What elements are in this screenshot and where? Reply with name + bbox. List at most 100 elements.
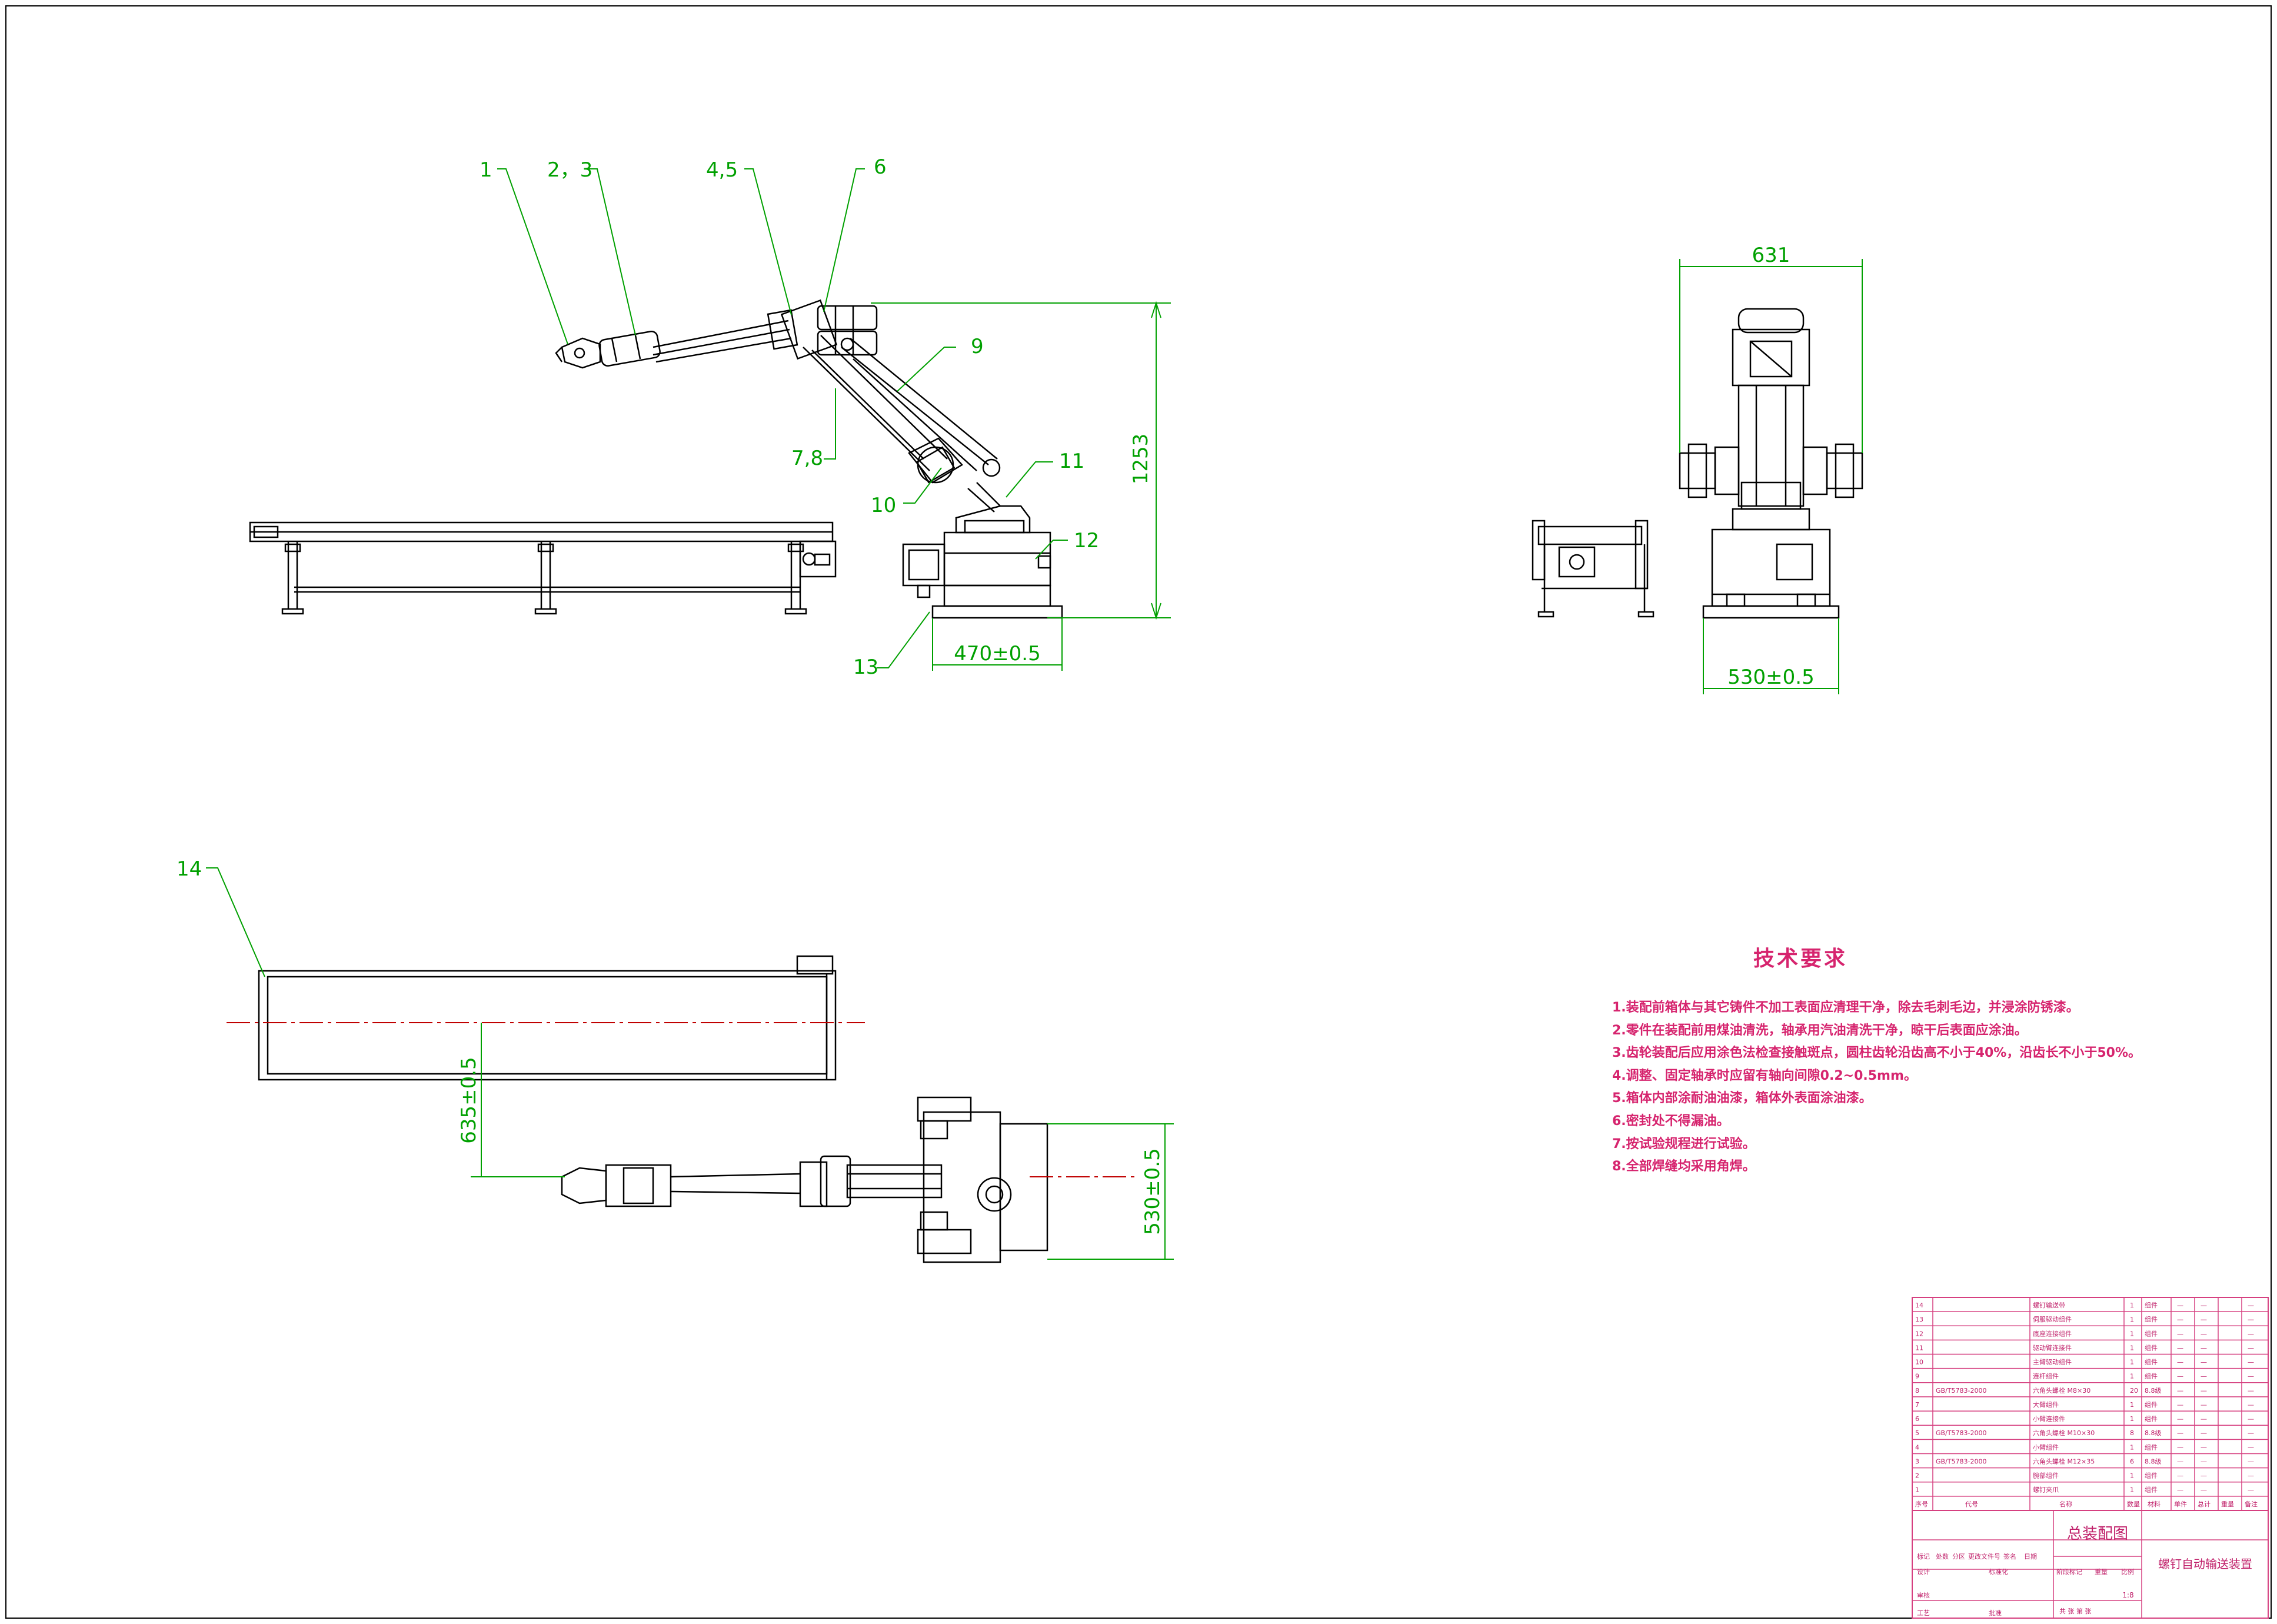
bom-single: — [2177, 1302, 2183, 1309]
bom-qty: 1 [2130, 1359, 2134, 1366]
bom-note: — [2248, 1429, 2254, 1437]
bom-note: — [2248, 1359, 2254, 1366]
bom-material: 8.8级 [2145, 1387, 2162, 1395]
bom-no: 3 [1915, 1457, 1919, 1465]
bom-no: 7 [1915, 1401, 1919, 1409]
bom-material: 组件 [2145, 1443, 2158, 1451]
bom-single: — [2177, 1344, 2183, 1352]
top-view [258, 955, 1048, 1263]
tb-sign: 签名 [2003, 1552, 2016, 1560]
bom-single: — [2177, 1330, 2183, 1337]
tech-req-item: 1.装配前箱体与其它铸件不加工表面应清理干净，除去毛刺毛边，并浸涂防锈漆。 [1612, 1000, 2079, 1015]
bom-code: GB/T5783-2000 [1936, 1429, 1986, 1437]
bom-single: — [2177, 1415, 2183, 1423]
tb-weight: 重量 [2095, 1568, 2108, 1576]
robot-base-front [902, 505, 1063, 619]
tech-req-item: 2.零件在装配前用煤油清洗，轴承用汽油清洗干净，晾干后表面应涂油。 [1612, 1023, 2028, 1038]
bom-total: — [2201, 1359, 2207, 1366]
bom-note: — [2248, 1302, 2254, 1309]
bom-name: 螺钉夹爪 [2033, 1486, 2059, 1494]
bom-total: — [2201, 1373, 2207, 1380]
dimension-texts: 1253 470±0.5 631 530±0.5 635±0.5 530±0.5 [457, 244, 1815, 1235]
bom-material: 组件 [2145, 1472, 2158, 1480]
drawing-name: 总装配图 [2067, 1525, 2128, 1543]
bom-no: 11 [1915, 1344, 1923, 1352]
scale-value: 1:8 [2122, 1591, 2133, 1599]
dim-plan-base: 530±0.5 [1141, 1148, 1164, 1234]
bom-name: 驱动臂连接件 [2033, 1344, 2072, 1352]
bom-name: 小臂连接件 [2033, 1415, 2065, 1423]
title-block [1912, 1297, 2269, 1619]
bom-note: — [2248, 1373, 2254, 1380]
bom-material: 组件 [2145, 1301, 2158, 1309]
bom-note: — [2248, 1486, 2254, 1494]
part-balloons: 1 2，3 4,5 6 9 7,8 10 11 12 13 14 [177, 155, 1099, 881]
dim-plan-offset: 635±0.5 [457, 1057, 481, 1143]
bom-code: GB/T5783-2000 [1936, 1457, 1986, 1465]
bom-total: — [2201, 1344, 2207, 1352]
bom-name: 主臂驱动组件 [2033, 1358, 2072, 1366]
tb-design: 设计 [1917, 1568, 1930, 1576]
bom-single: — [2177, 1486, 2183, 1494]
balloon-11: 11 [1059, 450, 1084, 473]
conveyor-front [249, 521, 837, 615]
bom-material: 组件 [2145, 1329, 2158, 1337]
bom-header-no: 序号 [1915, 1500, 1928, 1508]
bom-header-weight: 重量 [2221, 1500, 2234, 1508]
project-name: 螺钉自动输送装置 [2158, 1557, 2252, 1571]
bom-qty: 1 [2130, 1472, 2134, 1480]
bom-header-code: 代号 [1965, 1500, 1978, 1508]
bom-material: 组件 [2145, 1415, 2158, 1423]
bom-name: 六角头螺栓 M12×35 [2033, 1457, 2095, 1465]
tb-ratio: 比例 [2121, 1568, 2134, 1576]
tech-req-title: 技术要求 [1753, 947, 1848, 971]
bom-single: — [2177, 1373, 2183, 1380]
balloon-9: 9 [971, 335, 984, 358]
tb-change-doc: 更改文件号 [1968, 1552, 2000, 1560]
balloon-6: 6 [874, 155, 887, 179]
bom-material: 8.8级 [2145, 1429, 2162, 1437]
tb-approve: 批准 [1989, 1609, 2002, 1617]
bom-name: 底座连接组件 [2033, 1329, 2072, 1337]
bom-qty: 1 [2130, 1486, 2134, 1494]
bom-single: — [2177, 1472, 2183, 1480]
dim-height-1253: 1253 [1129, 434, 1153, 485]
tech-req-item: 6.密封处不得漏油。 [1612, 1113, 1730, 1129]
bom-no: 9 [1915, 1373, 1919, 1380]
bom-qty: 1 [2130, 1316, 2134, 1323]
bom-single: — [2177, 1316, 2183, 1323]
bom-header-qty: 数量 [2127, 1500, 2140, 1508]
bom-header-single: 单件 [2174, 1500, 2187, 1508]
tech-req-item: 8.全部焊缝均采用角焊。 [1612, 1159, 1756, 1174]
balloon-4-5: 4,5 [706, 158, 738, 182]
bom-qty: 1 [2130, 1415, 2134, 1423]
bom-no: 10 [1915, 1359, 1923, 1366]
bom-note: — [2248, 1316, 2254, 1323]
tech-req-item: 3.齿轮装配后应用涂色法检查接触斑点，圆柱齿轮沿齿高不小于40%，沿齿长不小于5… [1612, 1046, 2141, 1061]
bom-total: — [2201, 1401, 2207, 1409]
dim-side-top: 631 [1752, 244, 1790, 267]
bom-material: 组件 [2145, 1358, 2158, 1366]
title-block-text: 总装配图 螺钉自动输送装置 1:8 标记 处数 分区 更改文件号 签名 日期 设… [1917, 1525, 2252, 1617]
bom-note: — [2248, 1457, 2254, 1465]
balloon-7-8: 7,8 [791, 447, 823, 470]
balloon-14: 14 [177, 857, 202, 881]
bom-no: 1 [1915, 1486, 1919, 1494]
balloon-12: 12 [1074, 529, 1099, 553]
tb-zone: 分区 [1952, 1553, 1965, 1560]
bom-total: — [2201, 1387, 2207, 1395]
tech-req-item: 5.箱体内部涂耐油油漆，箱体外表面涂油漆。 [1612, 1091, 1872, 1106]
bom-single: — [2177, 1457, 2183, 1465]
bom-total: — [2201, 1415, 2207, 1423]
dim-base-front: 470±0.5 [954, 642, 1040, 665]
dimension-lines [206, 168, 1863, 1260]
bom-header-material: 材料 [2148, 1500, 2161, 1508]
bom-name: 伺服驱动组件 [2033, 1315, 2072, 1323]
bom-no: 2 [1915, 1472, 1919, 1480]
bom-single: — [2177, 1401, 2183, 1409]
tb-standard: 标准化 [1989, 1568, 2008, 1576]
tb-review: 审核 [1917, 1591, 1930, 1599]
bom-name: 六角头螺栓 M8×30 [2033, 1386, 2090, 1395]
